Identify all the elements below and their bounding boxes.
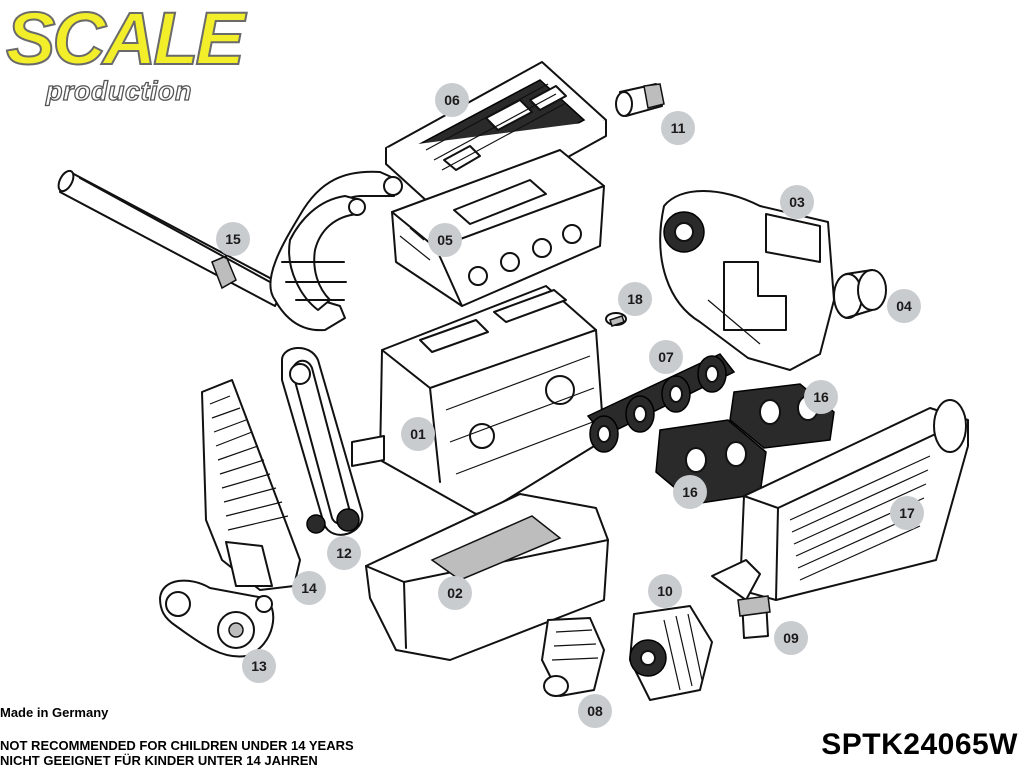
part-label-06: 06 bbox=[435, 83, 469, 117]
part-label-09: 09 bbox=[774, 621, 808, 655]
logo-wordmark: SCALE bbox=[5, 0, 246, 80]
part-13-accessory-belt bbox=[159, 579, 275, 658]
part-12-timing-belt bbox=[281, 347, 364, 536]
part-label-13: 13 bbox=[242, 649, 276, 683]
part-label-15: 15 bbox=[216, 222, 250, 256]
part-label-07: 07 bbox=[649, 340, 683, 374]
part-17-intercooler bbox=[739, 399, 969, 601]
part-01-engine-block bbox=[351, 285, 605, 515]
article-code: SPTK24065W bbox=[821, 728, 1018, 761]
warning-english: NOT RECOMMENDED FOR CHILDREN UNDER 14 YE… bbox=[0, 738, 354, 753]
part-02-oil-pan bbox=[365, 493, 609, 661]
part-label-03: 03 bbox=[780, 185, 814, 219]
part-label-17: 17 bbox=[890, 496, 924, 530]
part-label-16-lower: 16 bbox=[673, 475, 707, 509]
part-label-05: 05 bbox=[428, 223, 462, 257]
part-label-04: 04 bbox=[887, 289, 921, 323]
part-05-cylinder-head bbox=[391, 149, 605, 307]
part-label-02: 02 bbox=[438, 576, 472, 610]
part-label-14: 14 bbox=[292, 571, 326, 605]
part-03-timing-cover bbox=[659, 190, 835, 371]
part-label-08: 08 bbox=[578, 694, 612, 728]
warning-german: NICHT GEEIGNET FÜR KINDER UNTER 14 JAHRE… bbox=[0, 753, 318, 768]
part-04-pulleys bbox=[833, 269, 887, 319]
scale-production-logo: SCALE production bbox=[2, 0, 280, 110]
made-in-text: Made in Germany bbox=[0, 705, 109, 720]
part-08-starter bbox=[541, 617, 605, 697]
part-label-18: 18 bbox=[618, 282, 652, 316]
part-07-intake-manifold bbox=[586, 353, 736, 453]
part-label-10: 10 bbox=[648, 574, 682, 608]
logo-subtitle: production bbox=[45, 76, 192, 106]
part-10-alternator bbox=[629, 605, 713, 701]
part-label-12: 12 bbox=[327, 536, 361, 570]
part-label-16-upper: 16 bbox=[804, 380, 838, 414]
part-15-intake-tube bbox=[57, 169, 286, 307]
part-label-11: 11 bbox=[661, 111, 695, 145]
part-14-belt-cover bbox=[201, 379, 301, 591]
part-11-cap bbox=[615, 83, 665, 117]
part-09-sensor bbox=[711, 559, 771, 639]
part-06-valve-cover bbox=[385, 61, 607, 223]
part-label-01: 01 bbox=[401, 417, 435, 451]
part-18-clip bbox=[605, 312, 627, 327]
part-exhaust-manifold bbox=[269, 170, 403, 332]
